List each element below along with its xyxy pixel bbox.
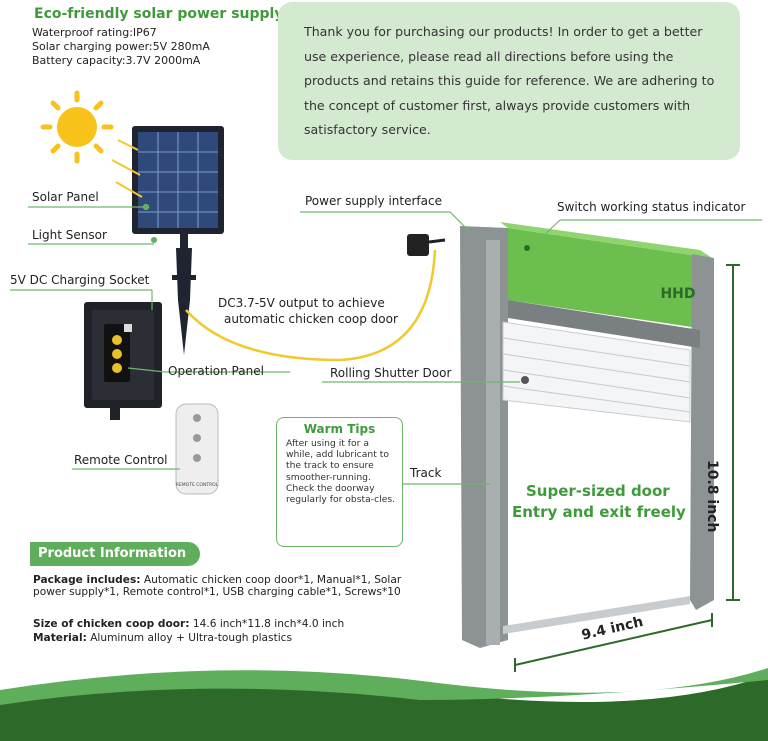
- warm-tips-body: After using it for a while, add lubrican…: [286, 438, 396, 506]
- label-dc-output-2: automatic chicken coop door: [224, 312, 398, 326]
- size-label: Size of chicken coop door:: [33, 618, 190, 630]
- material-value: Aluminum alloy + Ultra-tough plastics: [90, 632, 293, 644]
- height-dimension: 10.8 inch: [704, 460, 720, 533]
- label-power-interface: Power supply interface: [305, 194, 442, 208]
- label-track: Track: [410, 466, 442, 480]
- label-remote-control: Remote Control: [74, 453, 168, 467]
- bottom-wave-light: [0, 668, 768, 705]
- package-value: Automatic chicken coop door*1, Manual*1,…: [33, 574, 402, 598]
- package-includes: Package includes: Automatic chicken coop…: [33, 574, 413, 598]
- callout-leaders: [10, 203, 762, 485]
- door-headline-1: Super-sized door: [526, 482, 670, 500]
- spec-waterproof: Waterproof rating:IP67: [32, 26, 157, 39]
- warm-tips-box: Warm Tips After using it for a while, ad…: [276, 417, 403, 547]
- door-size: Size of chicken coop door: 14.6 inch*11.…: [33, 618, 413, 630]
- solar-spec-title: Eco-friendly solar power supply: [34, 6, 284, 22]
- warm-tips-title: Warm Tips: [303, 422, 376, 436]
- sun-icon: [40, 90, 114, 164]
- label-operation-panel: Operation Panel: [168, 364, 264, 378]
- label-status-indicator: Switch working status indicator: [557, 200, 746, 214]
- remote-label: REMOTE CONTROL: [176, 482, 219, 488]
- coop-door-frame: [460, 222, 714, 648]
- label-light-sensor: Light Sensor: [32, 228, 107, 242]
- material-label: Material:: [33, 632, 87, 644]
- intro-box: Thank you for purchasing our products! I…: [278, 2, 740, 160]
- package-label: Package includes:: [33, 574, 141, 586]
- material: Material: Aluminum alloy + Ultra-tough p…: [33, 632, 413, 644]
- control-box-icon: [84, 302, 162, 420]
- power-cable: [185, 249, 437, 362]
- dimension-lines: [514, 264, 740, 672]
- label-charging-socket: 5V DC Charging Socket: [10, 273, 150, 287]
- label-solar-panel: Solar Panel: [32, 190, 99, 204]
- bottom-wave-dark: [0, 675, 768, 741]
- size-value: 14.6 inch*11.8 inch*4.0 inch: [192, 618, 345, 630]
- label-dc-output-1: DC3.7-5V output to achieve: [218, 296, 385, 310]
- product-info-title: Product Information: [30, 542, 200, 566]
- plug-icon: [407, 234, 429, 256]
- door-headline-2: Entry and exit freely: [512, 503, 686, 521]
- solar-panel-icon: [132, 126, 224, 355]
- intro-text: Thank you for purchasing our products! I…: [304, 24, 715, 137]
- door-logo: HHD: [660, 286, 695, 302]
- spec-charging-power: Solar charging power:5V 280mA: [32, 40, 210, 53]
- sunlight-arrows: [111, 139, 143, 198]
- label-rolling-door: Rolling Shutter Door: [330, 366, 452, 380]
- remote-control-icon: [175, 403, 219, 495]
- spec-battery: Battery capacity:3.7V 2000mA: [32, 54, 201, 67]
